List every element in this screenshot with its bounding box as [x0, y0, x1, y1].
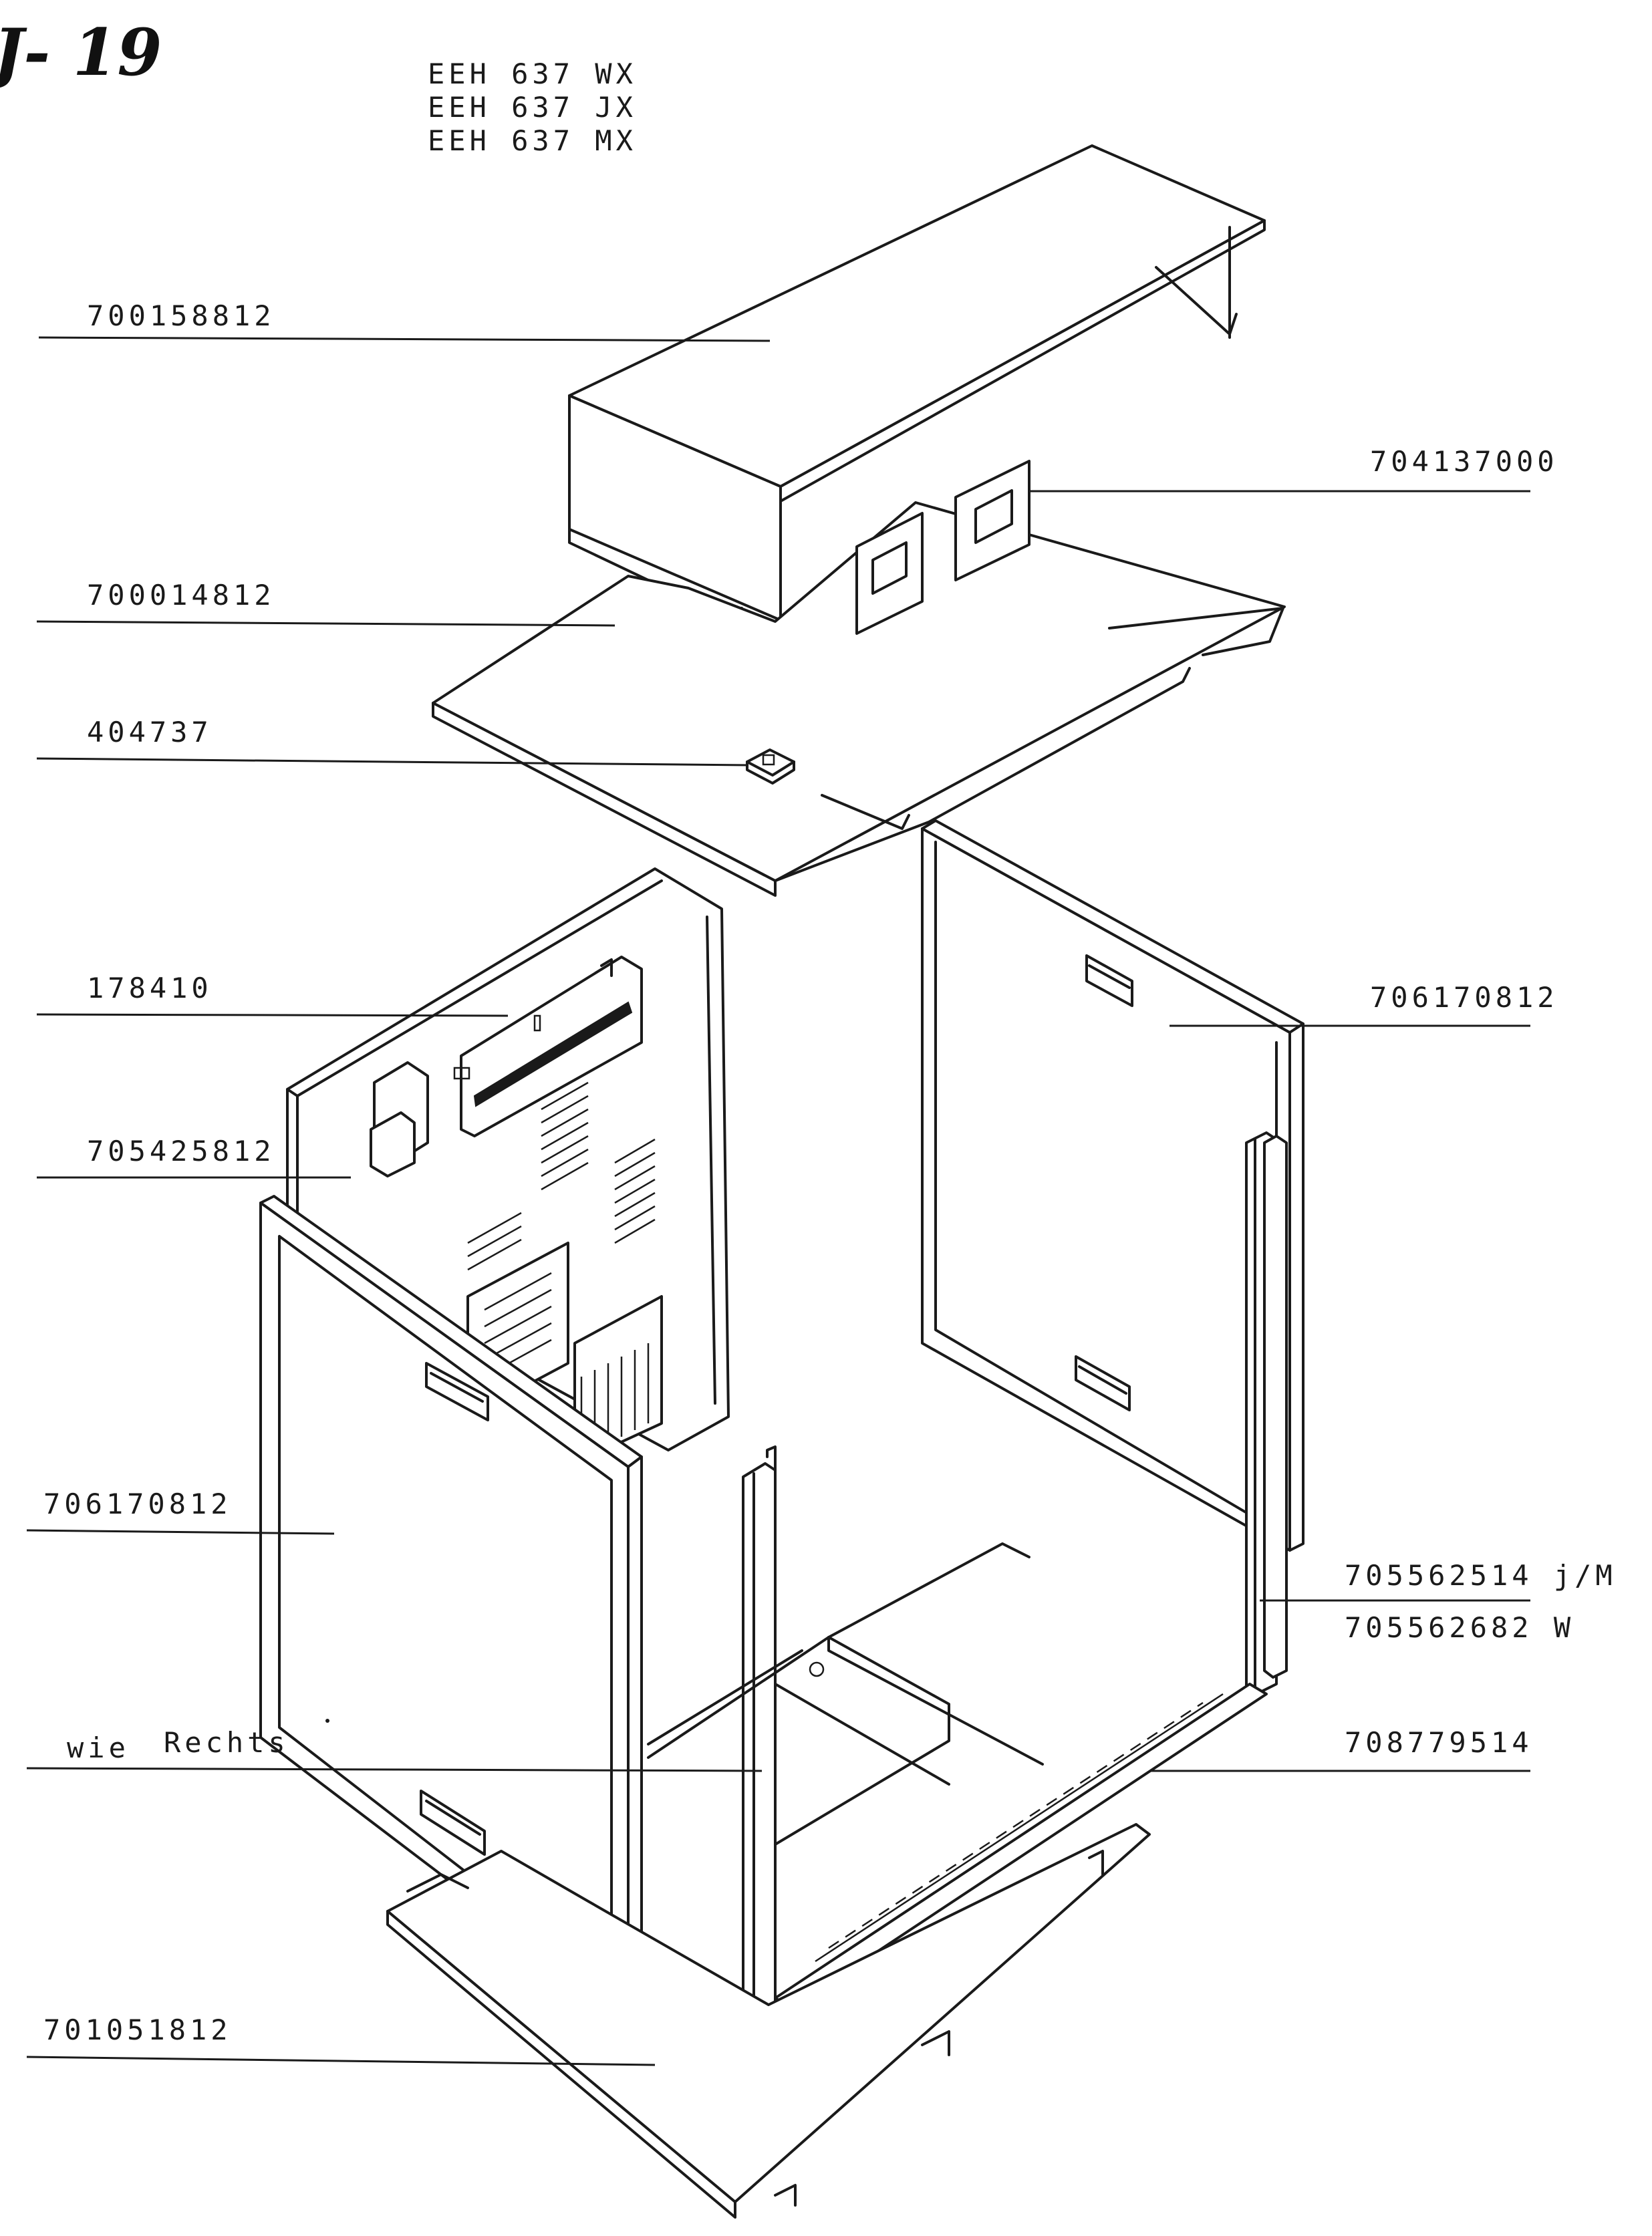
leader-lines: [26, 336, 1530, 2066]
bracket-part: [855, 460, 1030, 635]
callout-top-panel: 700014812: [87, 579, 275, 611]
top-cover-part: [568, 144, 1266, 623]
page-mark: J- 19: [0, 15, 162, 90]
bottom-frame-part: [647, 1542, 1044, 1846]
callout-side-panel-right: 706170812: [1370, 981, 1558, 1014]
clip-part: [746, 748, 795, 785]
callout-base-plate: 701051812: [43, 2013, 232, 2046]
model-line-1: EEH 637 WX: [428, 57, 637, 90]
model-line-3: EEH 637 MX: [428, 124, 637, 157]
callout-bracket: 704137000: [1370, 445, 1558, 478]
callout-side-panel-left: 706170812: [43, 1488, 232, 1520]
callout-front-strip-w: 705562682 W: [1345, 1611, 1574, 1644]
callout-wie: wie: [67, 1731, 130, 1764]
callout-back-panel: 705425812: [87, 1135, 275, 1167]
callout-front-rail: 708779514: [1345, 1726, 1533, 1759]
callout-clip: 404737: [87, 716, 213, 748]
front-strip-left-part: [742, 1445, 777, 2045]
top-panel-part: [432, 460, 1286, 897]
front-strip-right-part: [1245, 1131, 1288, 1695]
switch-block-part: [370, 956, 643, 1177]
callout-front-strip-jm: 705562514 j/M: [1345, 1559, 1617, 1592]
side-panel-right-part: [921, 819, 1304, 1552]
callout-top-cover: 700158812: [87, 299, 275, 332]
model-line-2: EEH 637 JX: [428, 91, 637, 124]
callout-rechts: Rechts: [164, 1726, 289, 1759]
callout-switch-block: 178410: [87, 972, 213, 1004]
